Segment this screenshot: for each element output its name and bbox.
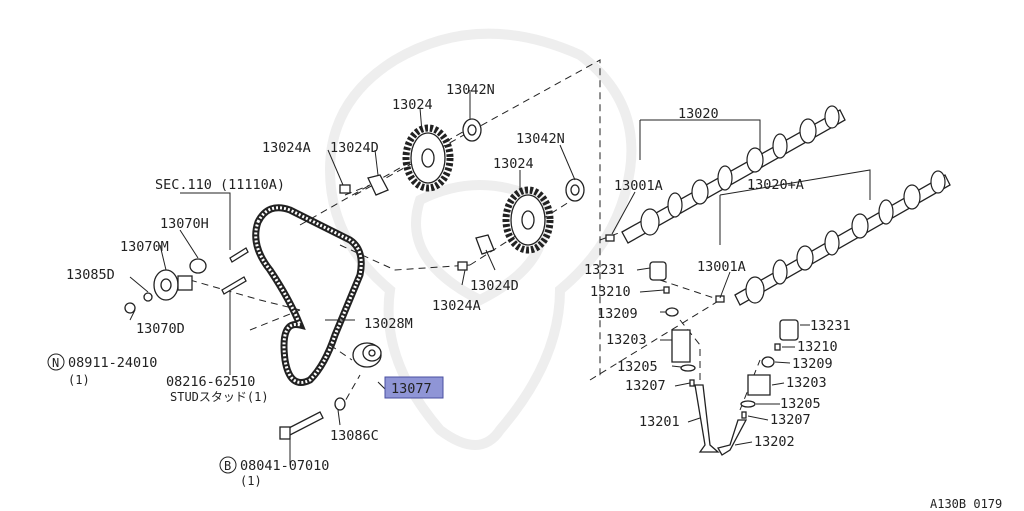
label-13077[interactable]: 13077 (391, 381, 432, 397)
label-13207-a[interactable]: 13207 (625, 378, 666, 394)
tensioner-pulley[interactable] (153, 269, 193, 301)
label-13024-upper[interactable]: 13024 (392, 97, 433, 113)
leader-lines (129, 90, 871, 465)
plate-upper[interactable] (367, 174, 389, 196)
stud-13070h[interactable] (229, 247, 249, 263)
label-13209-b[interactable]: 13209 (792, 356, 833, 372)
label-13203-a[interactable]: 13203 (606, 332, 647, 348)
reference-code: A130B 0179 (930, 497, 1002, 511)
label-nut-08911[interactable]: 08911-24010 (68, 355, 157, 371)
circle-n-marker: N (47, 353, 65, 371)
label-13201[interactable]: 13201 (639, 414, 680, 430)
camshaft-13020[interactable] (621, 105, 846, 244)
watermark-emblem (324, 28, 637, 450)
label-13205-b[interactable]: 13205 (780, 396, 821, 412)
circle-n-letter: N (52, 356, 59, 370)
label-13210-a[interactable]: 13210 (590, 284, 631, 300)
label-13070m[interactable]: 13070M (120, 239, 169, 255)
label-bolt-qty: (1) (240, 474, 262, 488)
washer-13086c[interactable] (334, 397, 346, 411)
valve-train-exhaust[interactable] (717, 319, 799, 456)
highlight-13077[interactable] (384, 376, 444, 399)
oil-seal-lower[interactable] (565, 178, 585, 202)
label-13024a-lower[interactable]: 13024A (432, 298, 481, 314)
label-13024-lower[interactable]: 13024 (493, 156, 534, 172)
label-13231-a[interactable]: 13231 (584, 262, 625, 278)
cam-sprocket-lower[interactable] (502, 186, 554, 254)
label-13205-a[interactable]: 13205 (617, 359, 658, 375)
bolt-08041[interactable] (279, 411, 324, 440)
bolt-upper[interactable] (339, 184, 351, 194)
label-13070d[interactable]: 13070D (136, 321, 185, 337)
valve-train-intake[interactable] (649, 261, 720, 453)
label-13001a-lower[interactable]: 13001A (697, 259, 746, 275)
label-13028m[interactable]: 13028M (364, 316, 413, 332)
label-13042n-lower[interactable]: 13042N (516, 131, 565, 147)
label-13020[interactable]: 13020 (678, 106, 719, 122)
label-13086c[interactable]: 13086C (330, 428, 379, 444)
stud-08216[interactable] (221, 276, 247, 295)
label-13024d-upper[interactable]: 13024D (330, 140, 379, 156)
cam-sprocket-upper[interactable] (402, 124, 454, 192)
camshaft-13020a[interactable] (734, 170, 951, 306)
bolt-lower[interactable] (457, 261, 468, 271)
label-13042n-upper[interactable]: 13042N (446, 82, 495, 98)
camshaft-plug-a[interactable] (605, 234, 615, 242)
label-13231-b[interactable]: 13231 (810, 318, 851, 334)
tensioner-spring[interactable] (189, 258, 207, 274)
label-13024d-lower[interactable]: 13024D (470, 278, 519, 294)
label-13207-b[interactable]: 13207 (770, 412, 811, 428)
label-13085d[interactable]: 13085D (66, 267, 115, 283)
label-sec110[interactable]: SEC.110 (11110A) (155, 177, 285, 193)
label-stud-desc: STUDスタッド(1) (170, 390, 269, 404)
label-13024a-upper[interactable]: 13024A (262, 140, 311, 156)
label-bolt-08041[interactable]: 08041-07010 (240, 458, 329, 474)
label-13210-b[interactable]: 13210 (797, 339, 838, 355)
label-13070h[interactable]: 13070H (160, 216, 209, 232)
label-13020a[interactable]: 13020+A (747, 177, 804, 193)
label-13203-b[interactable]: 13203 (786, 375, 827, 391)
idler-pulley[interactable] (352, 342, 382, 368)
nut-08911[interactable] (124, 302, 136, 314)
camshaft-plug-b[interactable] (715, 295, 725, 303)
label-13202[interactable]: 13202 (754, 434, 795, 450)
circle-b-marker: B (219, 456, 237, 474)
timing-belt-13028m[interactable] (252, 204, 365, 386)
plate-lower[interactable] (475, 234, 495, 255)
label-13209-a[interactable]: 13209 (597, 306, 638, 322)
label-nut-qty: (1) (68, 373, 90, 387)
label-stud-08216[interactable]: 08216-62510 (166, 374, 255, 390)
label-13001a-upper[interactable]: 13001A (614, 178, 663, 194)
oil-seal-upper[interactable] (462, 118, 482, 142)
circle-b-letter: B (224, 459, 231, 473)
washer-13070d[interactable] (143, 292, 153, 302)
